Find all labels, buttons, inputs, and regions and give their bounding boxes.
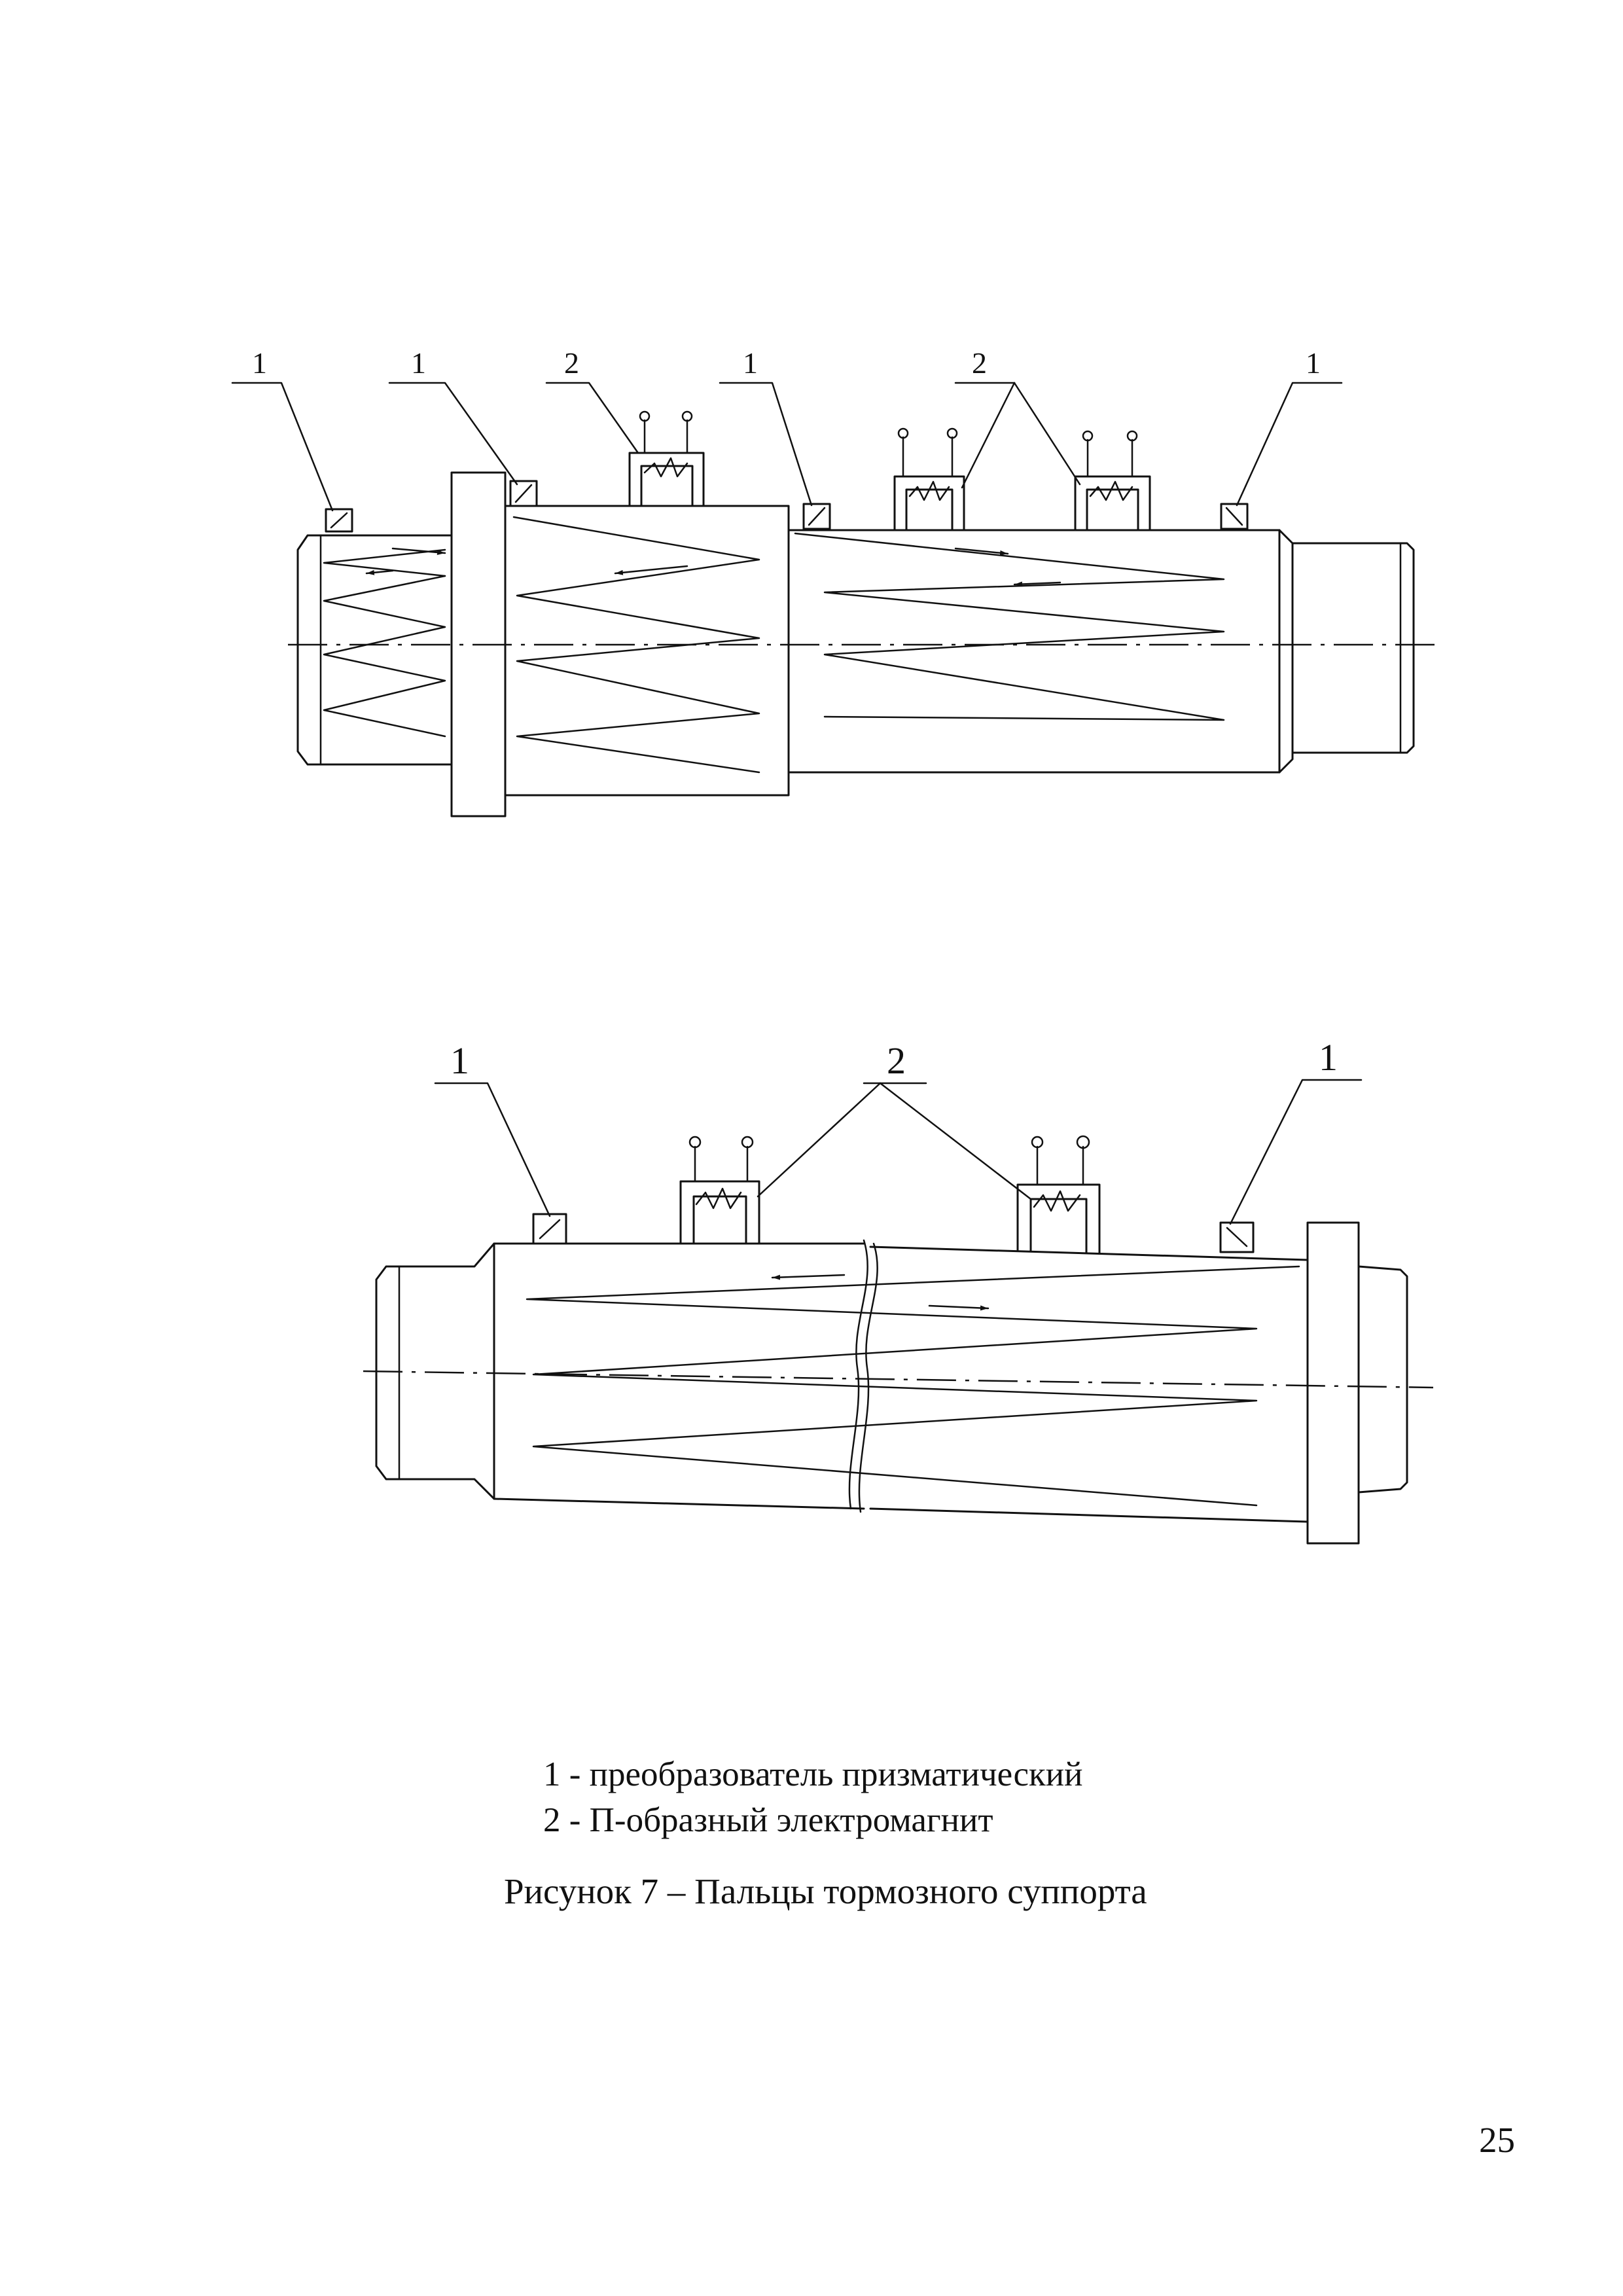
leader-top-6 (1236, 382, 1343, 507)
callout-top-1: 1 (252, 346, 267, 380)
sensor-top-1 (325, 508, 353, 533)
left-stub-bottom (375, 1242, 495, 1500)
body-right-top (787, 529, 1281, 774)
sensor-bottom-2 (1219, 1221, 1255, 1253)
leader-top-2 (388, 382, 518, 486)
electromagnet-top-1 (628, 410, 705, 507)
zigzag-body-left (512, 516, 760, 774)
callout-top-2: 1 (411, 346, 426, 380)
body-bottom (493, 1242, 1309, 1523)
body-left-top (504, 505, 790, 797)
callout-top-3: 2 (564, 346, 579, 380)
sensor-top-2 (509, 480, 538, 507)
callout-top-4: 1 (743, 346, 758, 380)
step-right-top (1278, 529, 1294, 774)
right-stub-bottom (1357, 1265, 1408, 1494)
break-line-right (858, 1242, 878, 1513)
leader-top-5b (1013, 382, 1081, 486)
electromagnet-bottom-2 (1016, 1135, 1101, 1255)
leader-bottom-2a (757, 1082, 882, 1198)
legend: 1 - преобразователь призматический 2 - П… (543, 1751, 1082, 1843)
flange-top (450, 471, 507, 817)
leader-bottom-1 (434, 1082, 551, 1217)
callout-top-6: 1 (1306, 346, 1321, 380)
zigzag-left-2 (323, 575, 446, 738)
callout-bottom-2: 2 (887, 1039, 906, 1082)
electromagnet-top-2 (893, 427, 965, 531)
leader-bottom-2b (879, 1082, 1032, 1200)
bottom-drawing: 1 2 1 (363, 1036, 1434, 1545)
callout-top-5: 2 (972, 346, 987, 380)
leader-bottom-3 (1229, 1079, 1363, 1225)
leader-top-5a (961, 382, 1016, 489)
zigzag-body-bottom (526, 1265, 1300, 1507)
legend-item-2: 2 - П-образный электромагнит (543, 1801, 993, 1839)
zigzag-left-1 (323, 548, 446, 577)
leader-top-3 (545, 382, 639, 454)
callout-bottom-1: 1 (450, 1039, 469, 1082)
electromagnet-bottom-1 (679, 1136, 760, 1245)
break-line-left (848, 1239, 868, 1510)
zigzag-body-right (794, 532, 1225, 721)
top-drawing: 1 1 2 1 2 1 (231, 346, 1440, 817)
flange-bottom (1306, 1221, 1360, 1545)
right-stub-top (1291, 542, 1415, 754)
center-axis-bottom (363, 1370, 1434, 1389)
electromagnet-top-3 (1074, 430, 1151, 531)
legend-item-1: 1 - преобразователь призматический (543, 1755, 1083, 1793)
leader-top-4 (719, 382, 813, 507)
page-number: 25 (1479, 2120, 1515, 2160)
sensor-top-3 (802, 503, 831, 530)
leader-top-1 (231, 382, 334, 512)
figure-caption: Рисунок 7 – Пальцы тормозного суппорта (504, 1871, 1147, 1911)
callout-bottom-3: 1 (1319, 1036, 1338, 1079)
sensor-top-4 (1220, 503, 1249, 530)
sensor-bottom-1 (532, 1213, 567, 1245)
